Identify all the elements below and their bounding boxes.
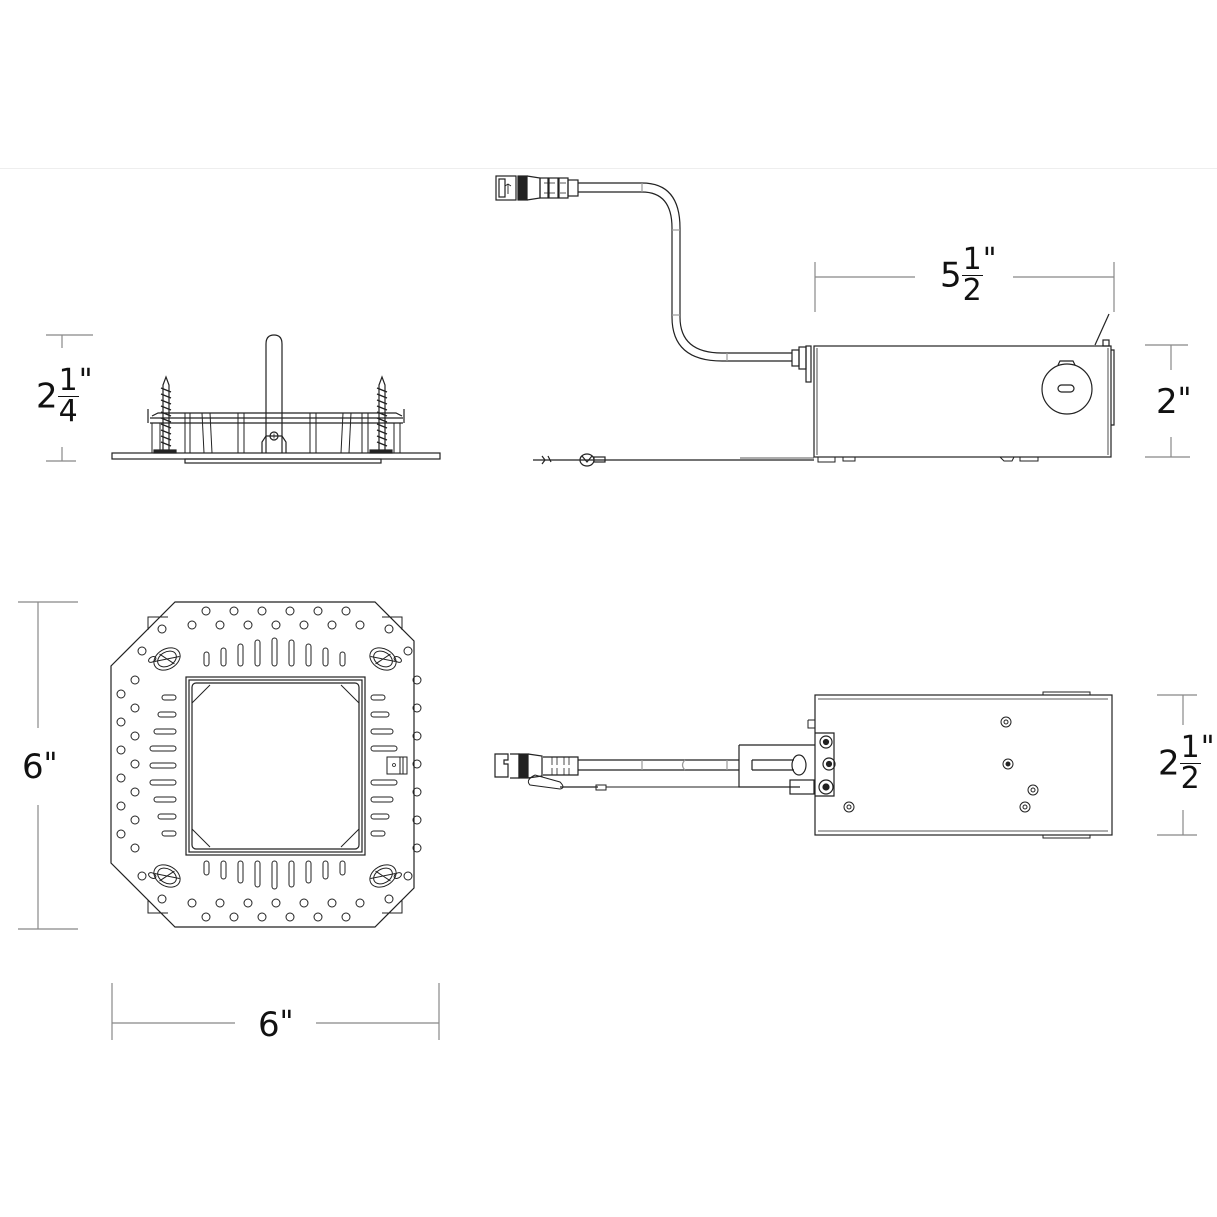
- dim-box-length-lines: [814, 262, 1115, 312]
- dim-denominator: 4: [57, 394, 79, 429]
- junction-box-body: [813, 345, 1112, 458]
- mounting-screw-right: [369, 375, 393, 454]
- dim-whole: 6: [258, 1005, 280, 1045]
- vent-slots: [149, 637, 398, 890]
- dim-unit: ": [1177, 382, 1192, 417]
- dim-unit: ": [279, 1005, 294, 1040]
- flexible-cable: [578, 182, 792, 362]
- knockout-holes: [116, 606, 422, 922]
- dim-unit: ": [1200, 730, 1215, 765]
- ground-wire: [533, 453, 814, 467]
- box-screw-holes: [843, 716, 1039, 813]
- dim-label-plan-width: 6": [258, 1005, 294, 1045]
- corner-screw-icons: [148, 647, 402, 888]
- aperture: [185, 676, 366, 856]
- junction-box-side-view: [495, 175, 1190, 467]
- dim-plan-width-lines: [111, 983, 440, 1040]
- housing-flange: [111, 452, 441, 460]
- dim-plan-height-lines: [18, 601, 78, 930]
- dim-unit: ": [78, 363, 93, 398]
- housing-trim: [184, 458, 382, 464]
- page-divider: [0, 168, 1217, 169]
- cable-connector-top: [495, 175, 579, 201]
- dim-denominator: 2: [1179, 761, 1201, 796]
- dim-housing-height-lines: [46, 334, 93, 462]
- junction-box-plan-view: [494, 691, 1197, 839]
- cable-connector-bottom: [494, 753, 579, 779]
- dim-box-width-lines: [1157, 694, 1197, 836]
- dim-label-box-height: 2": [1156, 382, 1192, 422]
- dim-numerator: 1: [58, 363, 78, 398]
- mounting-screw-left: [153, 375, 177, 454]
- dim-whole: 6: [22, 747, 44, 787]
- dim-box-height-lines: [1145, 344, 1190, 458]
- ground-tab: [386, 756, 408, 775]
- dim-whole: 2: [1158, 743, 1180, 784]
- dim-unit: ": [43, 747, 58, 782]
- dim-whole: 2: [36, 376, 58, 417]
- dim-whole: 2: [1156, 382, 1178, 422]
- screw-head-icon: [269, 431, 279, 441]
- dim-label-plan-height: 6": [22, 747, 58, 787]
- housing-plan-view: [18, 601, 440, 1040]
- dim-denominator: 2: [961, 273, 983, 308]
- bar-hanger-post: [265, 334, 283, 453]
- dim-numerator: 1: [962, 242, 982, 277]
- mounting-plate: [110, 601, 415, 928]
- housing-side-view: [46, 334, 441, 464]
- knockout-icon: [1041, 363, 1093, 415]
- dim-whole: 5: [940, 255, 962, 296]
- dim-unit: ": [982, 242, 997, 277]
- junction-box-body-plan: [814, 694, 1113, 836]
- dim-numerator: 1: [1180, 730, 1200, 765]
